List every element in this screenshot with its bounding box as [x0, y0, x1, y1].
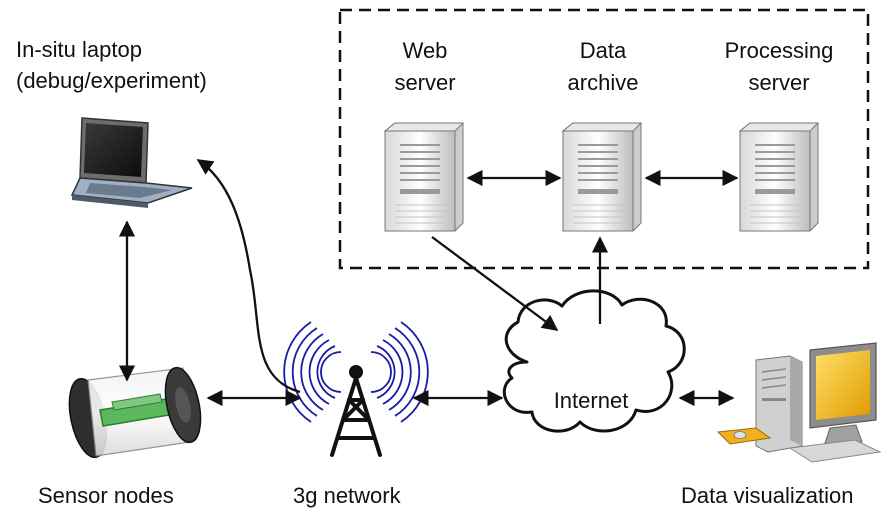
web-server-icon: [383, 122, 465, 232]
webserver-internet-arrow: [431, 236, 559, 331]
network-laptop-arrow: [196, 159, 301, 394]
data-archive-server-icon: [561, 122, 643, 232]
processing-server-icon: [738, 122, 820, 232]
web-server-label-line2: server: [394, 70, 456, 95]
antenna-icon: [283, 321, 429, 457]
data-visualization-label: Data visualization: [681, 483, 854, 508]
3g-network-label: 3g network: [293, 483, 401, 508]
laptop-icon: [70, 117, 193, 208]
server-cluster-box: [338, 8, 870, 270]
connection-arrows: [118, 159, 739, 407]
laptop-label-line2: (debug/experiment): [16, 68, 207, 93]
web-server-label-line1: Web: [402, 38, 448, 63]
data-archive-label-line1: Data: [579, 38, 627, 63]
desktop-computer-icon: [716, 342, 882, 463]
sensor-node-icon: [68, 366, 202, 459]
data-archive-label-line2: archive: [567, 70, 639, 95]
laptop-label-line1: In-situ laptop: [16, 37, 142, 62]
sensor-nodes-label: Sensor nodes: [38, 483, 174, 508]
internet-label: Internet: [553, 388, 629, 413]
processing-server-label-line1: Processing: [724, 38, 834, 63]
processing-server-label-line2: server: [748, 70, 810, 95]
